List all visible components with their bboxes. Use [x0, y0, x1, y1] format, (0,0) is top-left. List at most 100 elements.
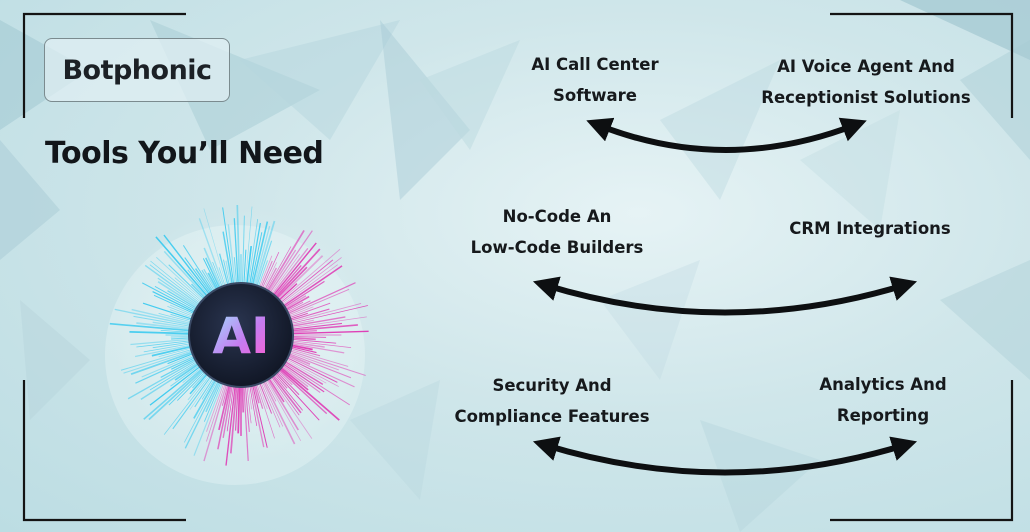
burst-ray	[153, 294, 196, 315]
burst-ray	[170, 313, 194, 322]
burst-ray	[279, 259, 334, 304]
burst-ray	[285, 301, 304, 313]
burst-ray	[289, 345, 317, 354]
burst-ray	[270, 253, 301, 295]
burst-ray	[266, 229, 305, 293]
burst-ray	[120, 348, 194, 371]
burst-ray	[144, 264, 201, 307]
burst-ray	[261, 380, 284, 427]
burst-ray	[155, 236, 209, 298]
burst-ray	[160, 357, 198, 378]
burst-ray	[282, 361, 350, 406]
burst-ray	[277, 283, 298, 302]
burst-ray	[157, 277, 201, 308]
burst-ray	[289, 305, 368, 325]
burst-ray	[281, 264, 338, 306]
burst-ray	[206, 381, 225, 432]
burst-ray	[141, 353, 196, 378]
burst-ray	[174, 277, 204, 303]
burst-ray	[241, 384, 245, 413]
burst-ray	[168, 369, 206, 406]
burst-ray	[223, 259, 231, 287]
burst-ray	[184, 257, 213, 295]
burst-ray	[189, 372, 209, 395]
burst-ray	[158, 312, 193, 323]
burst-ray	[221, 383, 229, 406]
burst-ray	[253, 225, 271, 287]
burst-ray	[286, 288, 350, 317]
burst-ray	[257, 260, 269, 289]
burst-ray	[260, 260, 273, 290]
burst-ray	[193, 378, 218, 419]
burst-ray	[267, 376, 285, 403]
burst-ray	[109, 322, 192, 332]
burst-ray	[280, 257, 342, 305]
burst-ray	[254, 382, 264, 409]
burst-ray	[167, 352, 195, 365]
burst-ray	[266, 377, 299, 431]
burst-ray	[250, 383, 265, 448]
burst-ray	[182, 366, 203, 384]
burst-ray	[286, 282, 356, 315]
burst-ray	[130, 350, 195, 376]
burst-ray	[167, 306, 195, 318]
burst-ray	[203, 268, 217, 292]
burst-ray	[272, 373, 303, 411]
burst-ray	[287, 306, 314, 318]
burst-ray	[262, 379, 296, 445]
page-title: Tools You’ll Need	[45, 136, 324, 171]
burst-ray	[290, 341, 325, 348]
burst-ray	[130, 338, 192, 346]
burst-ray	[203, 247, 223, 290]
burst-ray	[268, 376, 313, 439]
burst-ray	[285, 300, 311, 314]
burst-ray	[251, 383, 268, 448]
burst-ray	[203, 382, 228, 462]
burst-ray	[237, 384, 241, 434]
burst-ray	[191, 371, 208, 389]
burst-ray	[248, 222, 262, 286]
burst-ray	[123, 349, 194, 374]
burst-ray	[203, 208, 228, 288]
burst-ray	[148, 368, 205, 421]
burst-ray	[133, 315, 192, 327]
burst-ray	[278, 248, 341, 303]
burst-ray	[286, 355, 355, 388]
burst-ray	[274, 371, 320, 421]
burst-ray	[281, 265, 343, 308]
burst-ray	[279, 366, 309, 391]
burst-ray	[160, 330, 192, 333]
burst-ray	[163, 250, 208, 299]
burst-ray	[218, 267, 226, 288]
burst-ray	[143, 367, 204, 420]
burst-ray	[252, 383, 260, 404]
burst-ray	[280, 364, 309, 388]
burst-ray	[157, 281, 200, 309]
burst-ray	[149, 365, 202, 406]
burst-ray	[255, 240, 273, 288]
burst-ray	[134, 344, 193, 358]
double-arrow-row-3	[532, 436, 918, 476]
burst-ray	[227, 224, 237, 286]
burst-ray	[184, 379, 220, 449]
burst-ray	[274, 248, 321, 299]
burst-ray	[201, 377, 216, 400]
burst-ray	[290, 337, 316, 341]
burst-ray	[222, 384, 234, 438]
burst-ray	[256, 382, 275, 439]
burst-ray	[206, 382, 226, 442]
burst-ray	[194, 268, 214, 295]
burst-ray	[163, 234, 212, 296]
burst-ray	[283, 360, 324, 385]
burst-ray	[261, 252, 280, 290]
burst-ray	[149, 264, 202, 305]
burst-ray	[155, 256, 205, 302]
burst-ray	[290, 335, 327, 338]
burst-ray	[201, 269, 216, 293]
burst-ray	[149, 360, 199, 391]
